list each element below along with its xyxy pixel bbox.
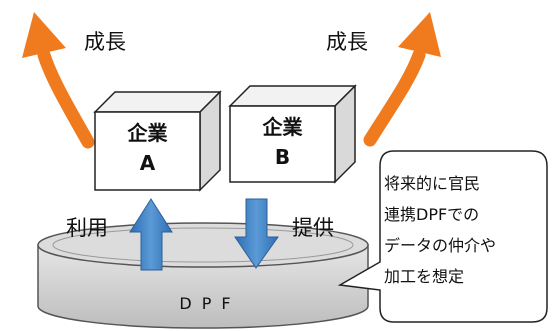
company-a-label: 企業 A xyxy=(95,118,200,178)
callout-line-1: 将来的に官民 xyxy=(384,174,481,193)
growth-arrow-left xyxy=(22,12,95,149)
company-b-line1: 企業 xyxy=(262,115,303,139)
growth-arrow-right xyxy=(363,12,441,147)
company-b-cube xyxy=(228,84,357,184)
provide-arrow-down xyxy=(234,198,279,269)
company-b-label: 企業 B xyxy=(230,112,335,172)
callout-text: 将来的に官民 連携DPFでの データの仲介や 加工を想定 xyxy=(384,168,544,292)
callout-line-2: 連携DPFでの xyxy=(384,205,480,224)
company-a-line1: 企業 xyxy=(127,121,168,145)
growth-label-left: 成長 xyxy=(84,30,126,54)
growth-label-right: 成長 xyxy=(326,30,368,54)
callout-line-4: 加工を想定 xyxy=(384,267,465,286)
use-label: 利用 xyxy=(66,216,108,240)
platform-label: DPF xyxy=(179,294,241,313)
company-a-cube xyxy=(93,90,222,192)
callout-line-3: データの仲介や xyxy=(384,236,497,255)
provide-label: 提供 xyxy=(292,216,334,240)
company-a-line2: A xyxy=(139,151,156,175)
callout-bubble xyxy=(337,150,548,323)
platform-disc xyxy=(37,222,369,329)
use-arrow-up xyxy=(129,198,173,271)
company-b-line2: B xyxy=(274,145,291,169)
